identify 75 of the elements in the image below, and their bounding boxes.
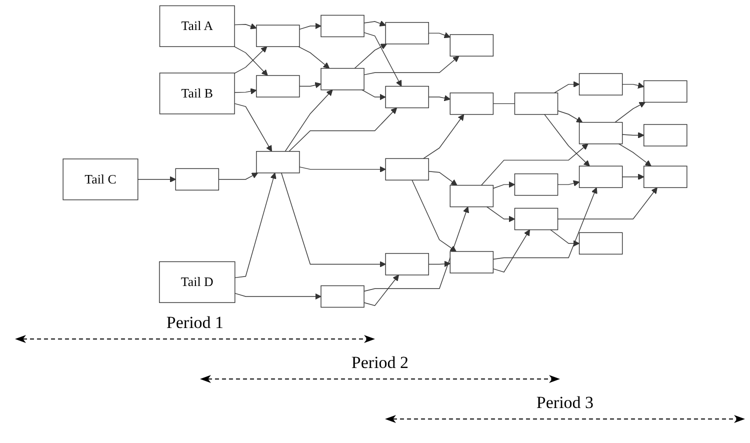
process-box — [450, 251, 494, 274]
arrow — [554, 81, 580, 94]
process-box — [450, 92, 494, 115]
arrow — [284, 90, 333, 152]
arrow — [234, 292, 322, 300]
process-box — [256, 151, 300, 174]
arrow — [423, 114, 464, 159]
process-box — [578, 122, 623, 144]
process-box: Tail A — [159, 5, 235, 47]
arrow — [622, 82, 644, 89]
arrow — [428, 95, 450, 102]
process-box — [578, 232, 623, 255]
process-box — [175, 168, 220, 190]
arrow — [492, 229, 530, 273]
process-box — [644, 124, 688, 146]
process-box — [385, 158, 429, 180]
arrow — [364, 206, 470, 292]
arrow — [481, 144, 588, 186]
arrow — [234, 172, 276, 278]
process-box — [514, 208, 558, 230]
process-box — [320, 285, 364, 308]
process-box — [385, 22, 429, 44]
arrow — [492, 187, 598, 260]
arrow — [234, 88, 257, 94]
process-box — [578, 73, 623, 96]
process-box — [644, 80, 688, 103]
arrow — [557, 110, 583, 123]
arrow — [364, 274, 399, 306]
arrow — [492, 181, 515, 189]
arrow — [428, 171, 458, 186]
period-label: Period 3 — [535, 393, 595, 413]
arrow — [234, 23, 257, 30]
arrow — [288, 108, 398, 152]
arrow — [486, 206, 515, 222]
arrow — [364, 20, 386, 26]
arrow — [299, 82, 322, 88]
arrow — [299, 22, 322, 30]
arrow — [234, 103, 272, 152]
arrow — [218, 172, 258, 180]
process-box — [450, 34, 494, 56]
arrow — [622, 132, 644, 138]
arrow — [544, 114, 590, 166]
arrow — [428, 32, 450, 38]
arrow — [557, 187, 658, 220]
process-box — [578, 166, 623, 188]
arrow — [362, 90, 386, 100]
process-box — [320, 68, 364, 90]
process-box: Tail C — [62, 158, 138, 200]
arrow — [428, 260, 450, 268]
process-box — [644, 166, 688, 188]
arrow — [622, 174, 644, 180]
arrow — [364, 32, 402, 87]
arrow — [550, 229, 580, 247]
process-box: Tail D — [159, 261, 236, 303]
process-box — [320, 14, 364, 38]
process-box — [256, 75, 300, 98]
process-box — [514, 173, 558, 196]
arrow — [138, 176, 176, 183]
arrow — [299, 166, 386, 172]
process-box — [514, 92, 558, 115]
arrow — [412, 180, 456, 252]
process-box — [256, 24, 300, 47]
period-label: Period 2 — [350, 353, 410, 373]
arrow — [354, 44, 387, 69]
period-label: Period 1 — [165, 313, 225, 333]
arrow — [298, 46, 330, 69]
arrow — [557, 180, 580, 186]
arrow — [614, 102, 646, 123]
arrow — [364, 56, 460, 76]
process-box — [450, 184, 494, 208]
process-box — [385, 86, 429, 108]
process-box — [385, 253, 429, 276]
arrow — [618, 144, 652, 166]
process-box: Tail B — [159, 72, 235, 114]
arrow — [281, 172, 386, 268]
